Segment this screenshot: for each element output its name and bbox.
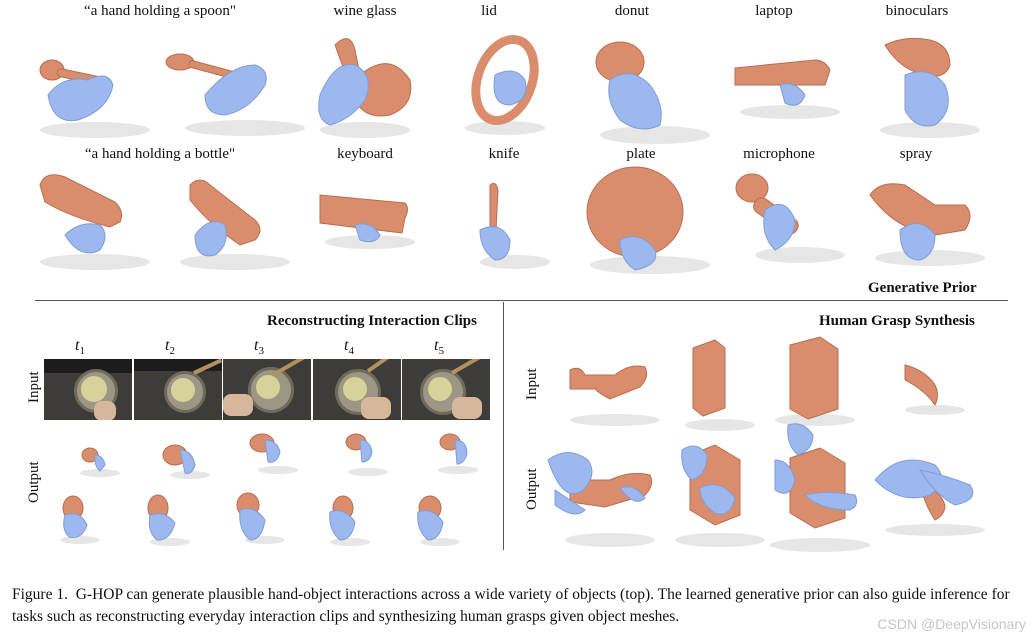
label-spray: spray [899,146,933,162]
time-label-5: t5 [434,337,444,358]
generative-prior-figures [39,34,985,274]
section-divider-horizontal [35,300,1008,301]
figure-caption: Figure 1. G-HOP can generate plausible h… [12,586,1010,625]
label-keyboard: keyboard [337,146,393,162]
time-label-1: t1 [75,337,85,358]
input-frame-2 [134,359,222,420]
reconstructing-title: Reconstructing Interaction Clips [267,313,477,329]
label-donut: donut [614,3,650,19]
label-plate: plate [626,146,656,162]
label-laptop: laptop [755,3,793,19]
label-binoculars: binoculars [885,3,949,19]
time-label-2: t2 [165,337,175,358]
label-knife: knife [488,146,520,162]
input-frame-3 [223,359,311,420]
input-frame-4 [313,359,401,420]
grasp-synthesis-title: Human Grasp Synthesis [819,313,975,329]
label-wine-glass: wine glass [333,3,397,19]
label-bottle: “a hand holding a bottle" [84,146,236,162]
input-frame-5 [402,359,490,420]
input-frame-1 [44,359,132,420]
label-lid: lid [481,3,497,19]
label-spoon: “a hand holding a spoon" [84,3,236,19]
time-label-4: t4 [344,337,354,358]
section-divider-vertical [503,302,504,550]
watermark: CSDN @DeepVisionary [877,616,1026,632]
generative-prior-title: Generative Prior [868,280,977,296]
time-label-3: t3 [254,337,264,358]
label-microphone: microphone [743,146,815,162]
